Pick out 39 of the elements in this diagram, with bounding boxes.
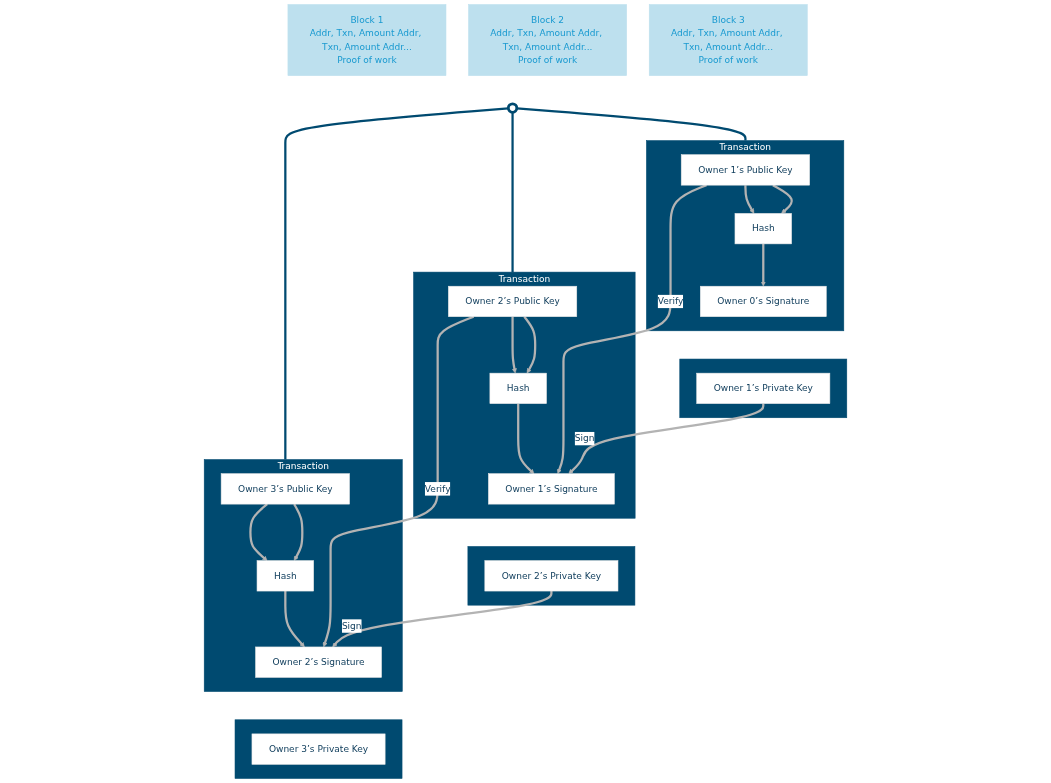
node-box: Owner 2’s Signature <box>255 646 382 678</box>
arrow <box>760 243 766 287</box>
arrow <box>523 316 537 374</box>
edge-label: Sign <box>341 620 362 632</box>
connector <box>284 107 509 460</box>
edge-label: Sign <box>574 432 595 444</box>
arrow <box>284 591 305 648</box>
node-circle <box>506 102 519 114</box>
node-box: Owner 1’s Private Key <box>696 372 831 404</box>
node-box: Owner 1’s Public Key <box>680 154 810 186</box>
arrow <box>568 403 765 474</box>
cluster <box>679 358 848 419</box>
node-box: Block 1 Addr, Txn, Amount Addr, Txn, Amount Addr... Proof of work <box>287 4 447 76</box>
edge-label: Verify <box>657 295 684 307</box>
arrow <box>249 503 268 561</box>
node-box: Block 2 Addr, Txn, Amount Addr, Txn, Amount Addr... Proof of work <box>468 4 627 76</box>
arrow <box>293 503 304 561</box>
arrow <box>517 403 535 474</box>
node-box: Hash <box>734 213 792 245</box>
node-box: Owner 2’s Public Key <box>448 285 578 317</box>
cluster <box>467 546 636 606</box>
node-box: Owner 1’s Signature <box>488 473 615 505</box>
node-box: Hash <box>489 372 547 404</box>
arrow <box>744 185 755 214</box>
node-box: Owner 3’s Public Key <box>220 473 350 505</box>
connector <box>516 107 747 141</box>
node-box: Owner 0’s Signature <box>700 285 827 317</box>
node-box: Owner 2’s Private Key <box>484 560 619 592</box>
node-box: Owner 3’s Private Key <box>251 733 386 765</box>
edge-label: Verify <box>424 483 451 494</box>
arrow <box>322 315 475 648</box>
arrow <box>332 591 553 648</box>
connector <box>511 112 514 273</box>
arrow <box>772 184 793 214</box>
cluster <box>234 719 403 779</box>
node-box: Block 3 Addr, Txn, Amount Addr, Txn, Amount Addr... Proof of work <box>648 4 808 76</box>
arrow <box>511 316 517 374</box>
arrow <box>557 184 707 474</box>
node-box: Hash <box>256 560 314 592</box>
